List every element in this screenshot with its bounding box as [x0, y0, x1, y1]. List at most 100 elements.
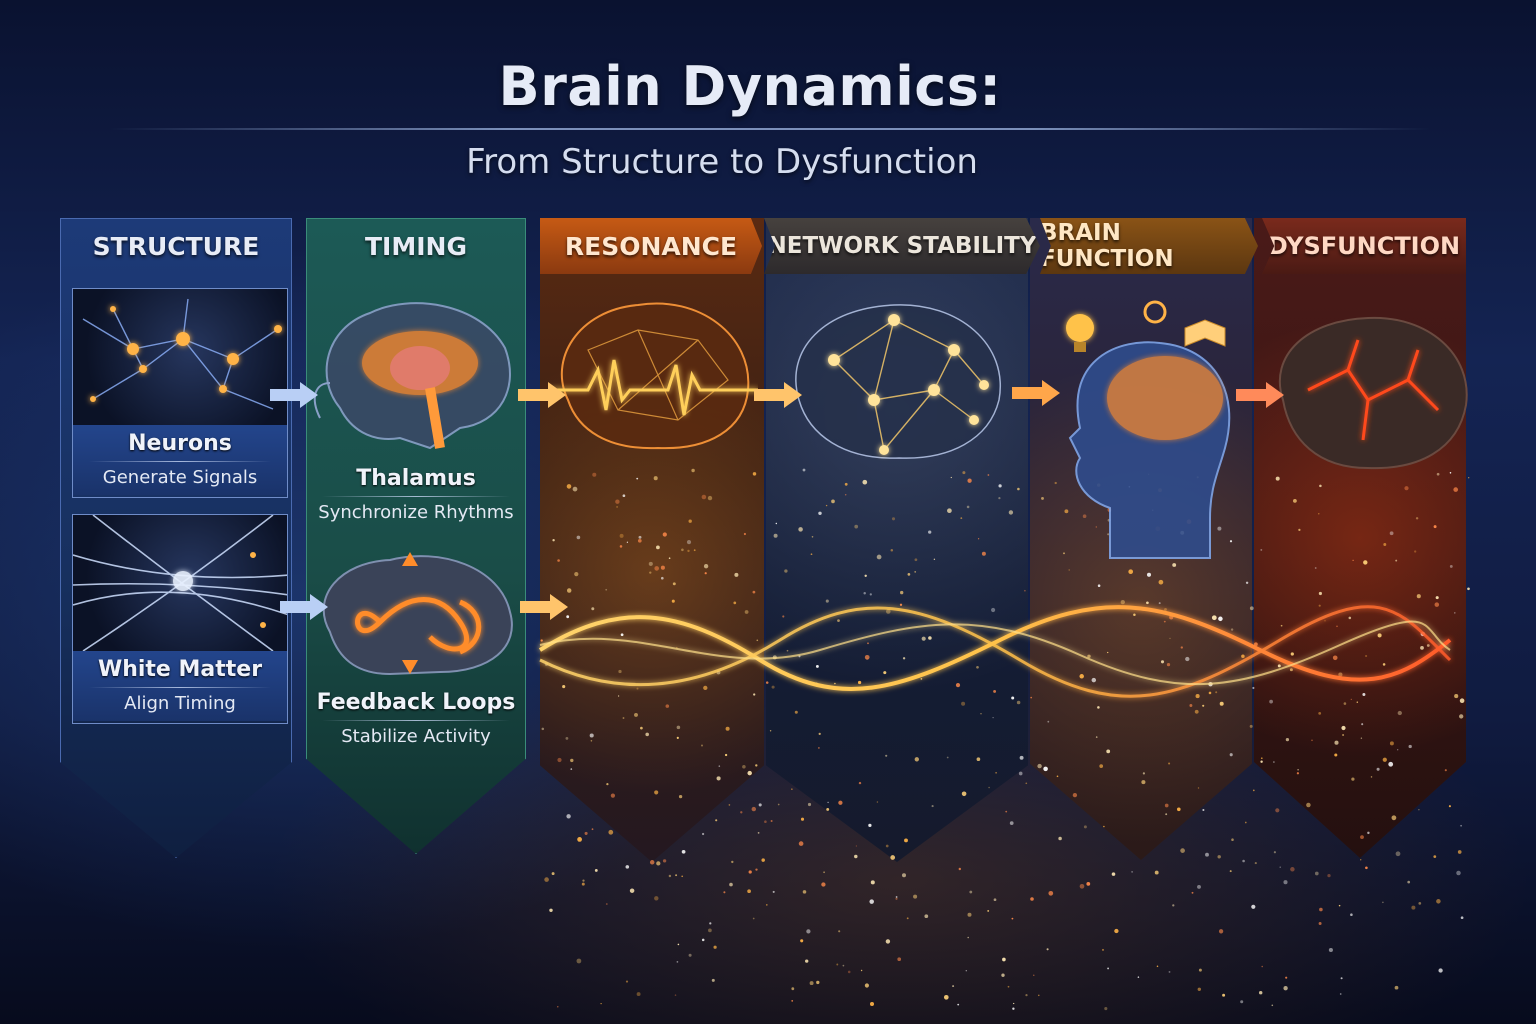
sparkle	[998, 484, 1002, 488]
sparkle	[834, 682, 836, 685]
sparkle	[1231, 838, 1234, 841]
sparkle	[928, 636, 932, 640]
sparkle	[791, 788, 793, 790]
sparkle	[1099, 764, 1104, 768]
sparkle	[1111, 872, 1116, 876]
sparkle	[634, 712, 638, 717]
sparkle	[1318, 591, 1322, 596]
sparkle	[868, 823, 872, 828]
sparkle	[1407, 880, 1411, 884]
sparkle	[1197, 987, 1202, 991]
sparkle	[838, 800, 843, 805]
sparkle	[1165, 813, 1168, 816]
sparkle	[1154, 870, 1159, 875]
sparkle	[1459, 714, 1464, 719]
sparkle	[771, 685, 775, 689]
sparkle	[1261, 965, 1263, 968]
sparkle	[1460, 824, 1462, 827]
money-icon	[1143, 300, 1167, 324]
sparkle	[1324, 620, 1326, 622]
sparkle	[1280, 624, 1283, 627]
sparkle	[876, 801, 879, 803]
sparkle	[1038, 994, 1040, 997]
sparkle	[668, 874, 672, 878]
sparkle	[1017, 487, 1020, 491]
sparkle	[557, 1006, 559, 1008]
sparkle	[764, 820, 767, 823]
sparkle	[773, 533, 778, 538]
sparkle	[1107, 651, 1109, 654]
sparkle	[703, 564, 709, 569]
sparkle	[681, 875, 684, 878]
sparkle	[765, 681, 769, 684]
sparkle	[1202, 704, 1205, 707]
sparkle	[668, 557, 671, 560]
label-divider	[89, 687, 271, 688]
sparkle	[707, 495, 713, 501]
sparkle	[772, 890, 775, 893]
sparkle	[885, 754, 888, 757]
sparkle	[914, 757, 919, 762]
label-divider	[322, 496, 510, 497]
sparkle	[1169, 637, 1171, 640]
sparkle	[1219, 701, 1224, 706]
sparkle	[784, 569, 788, 573]
sparkle	[837, 619, 840, 622]
sparkle	[967, 936, 969, 939]
sparkle	[577, 837, 582, 842]
sparkle	[734, 572, 739, 577]
sparkle	[1097, 584, 1101, 587]
sparkle	[1211, 615, 1217, 621]
sparkle	[1340, 977, 1343, 980]
sparkle	[957, 1003, 960, 1006]
sparkle	[864, 654, 870, 660]
sparkle	[715, 819, 718, 822]
sparkle	[740, 811, 743, 814]
sparkle	[629, 888, 635, 893]
sparkle	[1467, 587, 1470, 591]
sparkle	[1397, 749, 1399, 751]
sparkle	[1091, 677, 1097, 683]
title-divider	[110, 128, 1430, 130]
sparkle	[906, 917, 909, 920]
feedback-loops-subtitle: Stabilize Activity	[341, 726, 491, 747]
header-dysfunction: DYSFUNCTION	[1262, 218, 1466, 274]
sparkle	[1444, 769, 1447, 772]
sparkle	[1363, 560, 1368, 565]
sparkle	[619, 533, 624, 538]
sparkle	[862, 479, 868, 485]
sparkle	[842, 964, 845, 967]
sparkle	[821, 882, 826, 887]
sparkle	[988, 786, 990, 789]
sparkle	[1002, 957, 1006, 962]
sparkle	[1365, 654, 1368, 658]
sparkle	[662, 532, 667, 537]
sparkle	[890, 855, 896, 860]
sparkle	[1146, 601, 1149, 605]
sparkle	[1296, 772, 1300, 775]
header-brain-function: BRAIN FUNCTION	[1040, 218, 1258, 274]
sparkle	[869, 1001, 875, 1007]
sparkle	[744, 610, 749, 614]
sparkle	[742, 765, 746, 769]
sparkle	[751, 806, 756, 812]
sparkle	[1370, 776, 1373, 778]
sparkle	[677, 943, 680, 946]
diagram-title: Brain Dynamics:	[498, 55, 1002, 118]
sparkle	[589, 733, 594, 738]
sparkle	[1332, 655, 1338, 661]
sparkle	[747, 770, 752, 776]
sparkle	[605, 903, 608, 905]
sparkle	[885, 939, 891, 944]
sparkle	[645, 732, 649, 737]
sparkle	[700, 744, 704, 747]
sparkle	[649, 860, 655, 865]
sparkle	[890, 549, 894, 552]
sparkle	[1244, 821, 1247, 824]
sparkle	[1011, 917, 1014, 920]
sparkle	[1306, 802, 1311, 808]
sparkle	[1360, 835, 1364, 839]
sparkle	[708, 928, 712, 933]
feedback-loop-brain-icon	[322, 552, 513, 676]
sparkle	[1008, 510, 1014, 515]
